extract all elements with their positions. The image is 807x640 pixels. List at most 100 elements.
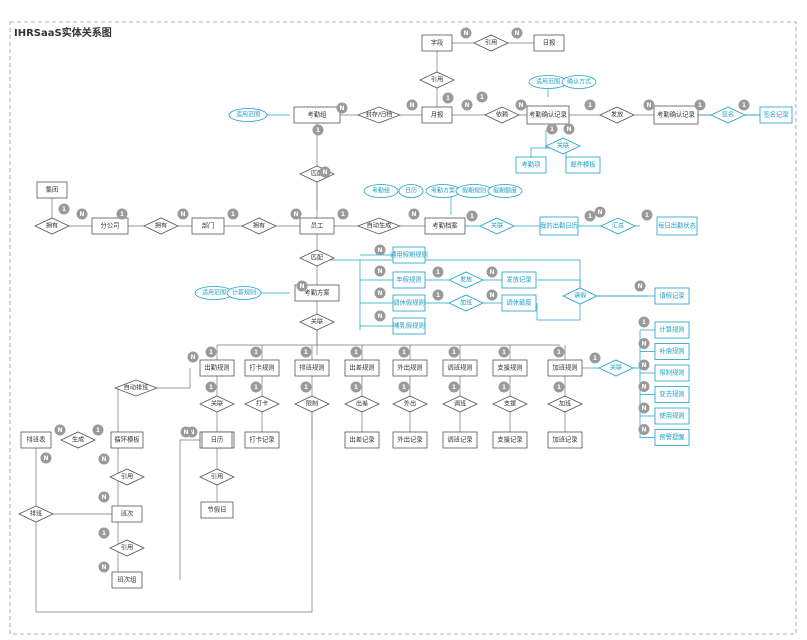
entity-yuebao[interactable]: 月报 [421,106,453,124]
entity-qingjiajilu[interactable]: 请假记录 [654,287,690,305]
entity-dakaguize[interactable]: 打卡规则 [244,359,280,377]
attribute-kaoqinfangan[interactable]: 考勤方案 [425,184,461,198]
entity-item4[interactable]: 使用规则 [654,407,690,425]
entity-xunhuanmuban[interactable]: 循环模板 [110,431,144,449]
cardinality-1-badge: 1 [337,208,349,220]
entity-fafangjilu[interactable]: 发放记录 [501,271,537,289]
entity-chuchaiguize-label: 出差规则 [349,363,374,372]
relation-jiaban[interactable]: 加班 [448,294,484,312]
entity-item3[interactable]: 变去规则 [654,386,690,403]
relation-fafang[interactable]: 发放 [448,271,484,289]
relation-yilai[interactable]: 依赖 [484,106,520,124]
entity-youjianmuban[interactable]: 邮件模板 [565,156,601,174]
relation-guanlian[interactable]: 关联 [299,313,335,331]
entity-bumen[interactable]: 部门 [191,217,225,235]
entity-bancizu[interactable]: 班次组 [111,571,143,589]
relation-yinyong[interactable]: 引用 [419,71,455,89]
entity-chuchaijilu[interactable]: 出差记录 [344,431,380,449]
relation-huizong[interactable]: 汇总 [600,217,636,235]
relation-guanlian[interactable]: 关联 [479,217,515,235]
relation-yongyou[interactable]: 拥有 [241,217,277,235]
relation-yinyong[interactable]: 引用 [199,468,235,486]
attribute-jiaqiedu[interactable]: 假期额度 [487,184,523,198]
relation-guanlian[interactable]: 关联 [199,395,235,413]
entity-waichujilu[interactable]: 外出记录 [392,431,428,449]
entity-item2[interactable]: 限制规则 [654,364,690,382]
relation-tiaoban[interactable]: 调班 [442,395,478,413]
relation-xianzhi[interactable]: 限制 [294,395,330,413]
entity-item5[interactable]: 预警提醒 [654,429,690,446]
relation-yongyou[interactable]: 拥有 [34,217,70,235]
entity-jituan[interactable]: 集团 [36,181,68,199]
cardinality-n-badge: N [634,280,646,292]
entity-zhiyuanjilu[interactable]: 支援记录 [492,431,528,449]
entity-ziduan[interactable]: 字段 [421,34,453,52]
entity-tiaobanguize[interactable]: 调班规则 [442,359,478,377]
entity-tiaoxiuedu[interactable]: 调休额度 [501,294,537,312]
relation-qingjia[interactable]: 请假 [562,287,598,305]
entity-qianmingjilu[interactable]: 签名记录 [759,106,793,124]
entity-zhiyuanguize[interactable]: 支援规则 [492,359,528,377]
attribute-shiyongfanwei[interactable]: 适用范围 [528,75,568,89]
entity-jiabanguize[interactable]: 加班规则 [547,359,583,377]
entity-chuqinrili[interactable]: 我的出勤日历 [539,216,579,236]
attribute-shiyongfanwei[interactable]: 适用范围 [194,286,234,300]
entity-fengongsi[interactable]: 分公司 [91,217,129,235]
entity-waichuguize[interactable]: 外出规则 [392,359,428,377]
entity-querenjilu[interactable]: 考勤确认记录 [653,105,699,125]
svg-text:1: 1 [120,211,124,218]
relation-chuchai[interactable]: 出差 [344,395,380,413]
attribute-kaoqinzu[interactable]: 考勤组 [363,184,399,198]
entity-banci[interactable]: 班次 [111,505,143,523]
relation-fafang[interactable]: 发放 [599,106,635,124]
relation-fengcun[interactable]: 封存/归档 [356,106,402,124]
entity-kaoqinzu[interactable]: 考勤组 [293,106,341,124]
entity-item1[interactable]: 补偿规则 [654,343,690,360]
relation-zhiyuan[interactable]: 支援 [492,395,528,413]
relation-yinyong[interactable]: 引用 [109,468,145,486]
relation-yongyou[interactable]: 拥有 [143,217,179,235]
entity-rili[interactable]: 日历 [201,431,233,449]
relation-pipei[interactable]: 匹配 [299,249,335,267]
relation-yinyong[interactable]: 引用 [109,539,145,557]
entity-item0[interactable]: 计算规则 [654,321,690,339]
entity-querenjilu[interactable]: 考勤确认记录 [526,105,570,125]
entity-dakajilu[interactable]: 打卡记录 [244,431,280,449]
attribute-quefangshi[interactable]: 确认方式 [561,75,597,89]
relation-qianming[interactable]: 签名 [710,106,746,124]
relation-waichu[interactable]: 外出 [392,395,428,413]
entity-meirizhuangtai[interactable]: 每日出勤状态 [656,216,698,236]
relation-zidongpaiban[interactable]: 自动排班 [113,379,159,397]
attribute-jixinguize[interactable]: 计薪规则 [226,286,262,300]
entity-item3[interactable]: 哺乳假规则 [392,317,426,335]
entity-item0[interactable]: 通用假期规则 [390,246,428,264]
attribute-jiaqiguize[interactable]: 假期规则 [455,184,493,198]
entity-kaoqindangan[interactable]: 考勤档案 [424,217,466,235]
attribute-rili[interactable]: 日历 [398,184,424,198]
entity-paibanbiao[interactable]: 排班表 [20,431,52,449]
entity-jiajiari[interactable]: 节假日 [200,501,234,519]
relation-guanlian[interactable]: 关联 [598,359,634,377]
entity-item1[interactable]: 年假规则 [392,271,426,289]
relation-shengcheng[interactable]: 生成 [60,431,96,449]
relation-dakaa[interactable]: 打卡 [244,395,280,413]
entity-jiabanjilu[interactable]: 加班记录 [547,431,583,449]
entity-tiaobanjilu[interactable]: 调班记录 [442,431,478,449]
entity-ribao[interactable]: 日报 [533,34,565,52]
relation-guanlian[interactable]: 关联 [545,137,581,155]
svg-text:1: 1 [354,384,358,391]
entity-chuqinguize[interactable]: 出勤规则 [199,359,235,377]
entity-paibanguize[interactable]: 排班规则 [294,359,330,377]
entity-chuchaiguize[interactable]: 出差规则 [344,359,380,377]
relation-jiaban[interactable]: 加班 [547,395,583,413]
svg-text:N: N [464,102,469,109]
cardinality-n-badge: N [177,208,189,220]
relation-yinyong[interactable]: 引用 [473,34,509,52]
entity-kaoqinxiang[interactable]: 考勤项 [515,156,547,174]
entity-item2[interactable]: 调休假规则 [392,294,426,312]
entity-yuangong[interactable]: 员工 [299,217,335,235]
attribute-shiyongfanwei[interactable]: 适用范围 [228,108,268,122]
relation-zidongshengcheng[interactable]: 自动生成 [356,217,402,235]
relation-paiban[interactable]: 排班 [18,505,54,523]
svg-text:1: 1 [436,292,440,299]
